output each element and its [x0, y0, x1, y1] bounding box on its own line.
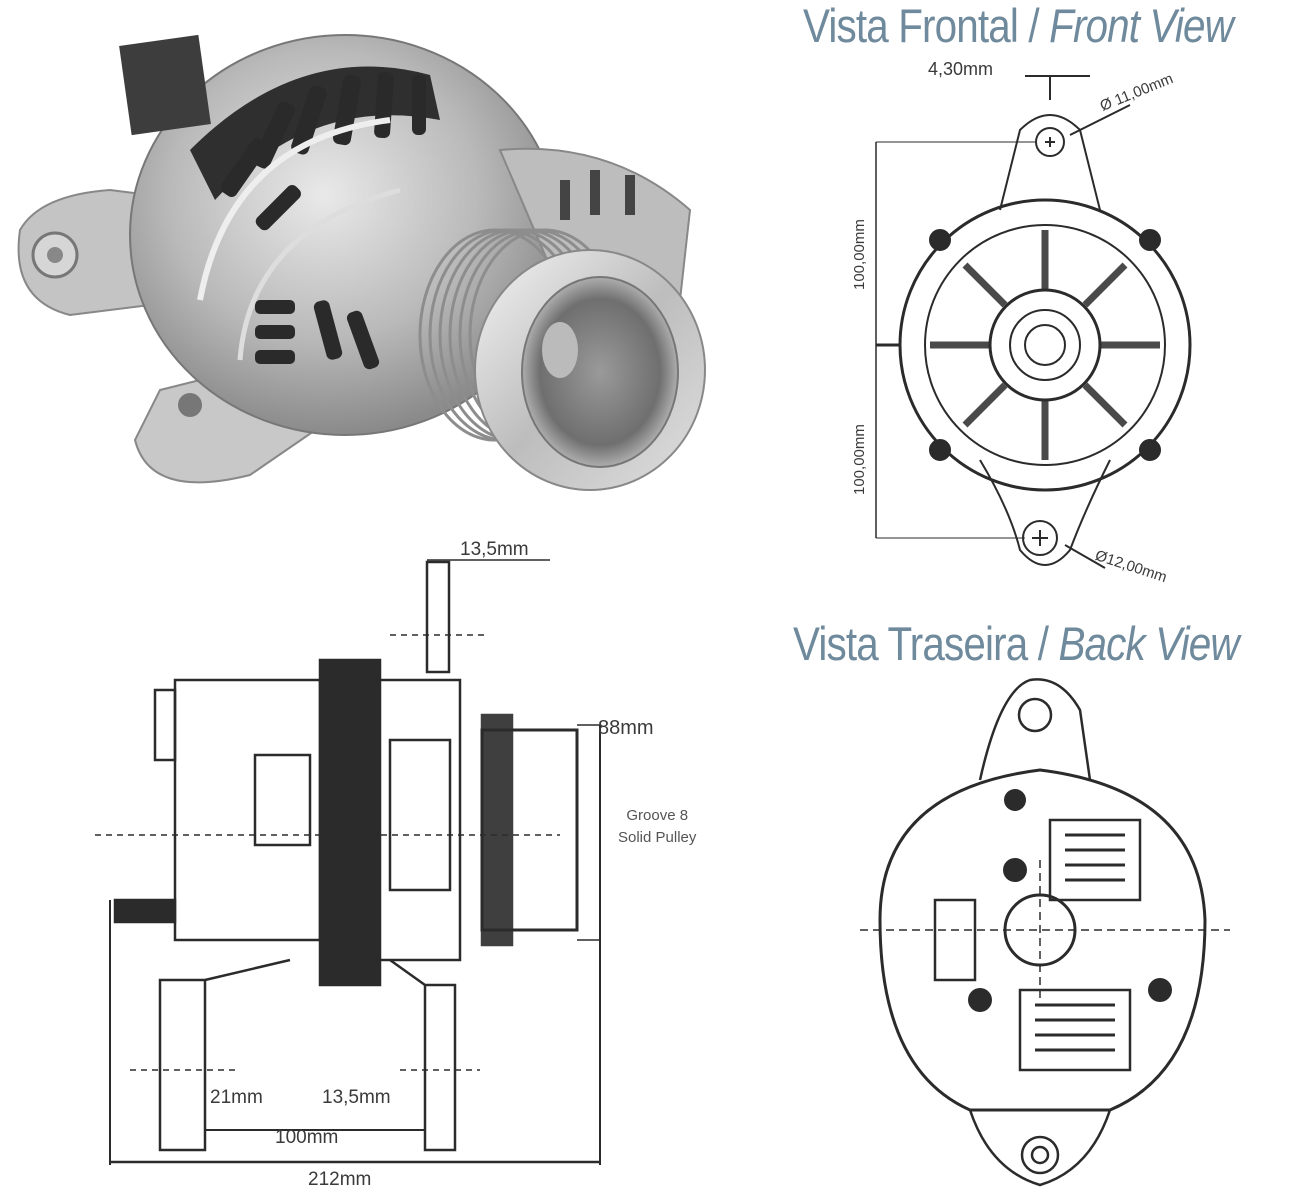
side-overall-length-dim: 212mm: [308, 1169, 372, 1190]
product-photo: [0, 0, 720, 500]
pulley-type-label: Solid Pulley: [618, 828, 697, 846]
front-view-title: Vista Frontal / Front View: [803, 0, 1234, 52]
side-pulley-diameter-dim: 88mm: [598, 717, 654, 739]
back-view-title: Vista Traseira / Back View: [793, 617, 1240, 670]
front-view-title-en: Front View: [1049, 0, 1234, 52]
pulley-note: Groove 8 Solid Pulley: [618, 805, 696, 849]
front-view-title-pt: Vista Frontal: [803, 0, 1019, 52]
back-view-title-pt: Vista Traseira: [793, 617, 1028, 670]
side-right-foot-dim: 13,5mm: [322, 1087, 391, 1108]
front-lower-height-dim: 100,00mm: [851, 424, 868, 495]
back-view-drawing: [860, 678, 1230, 1187]
side-top-ear-dim: 13,5mm: [460, 539, 529, 560]
alternator-photo-illustration: [17, 34, 706, 491]
front-upper-height-dim: 100,00mm: [851, 219, 868, 290]
back-view-title-en: Back View: [1058, 617, 1239, 670]
side-foot-spacing-dim: 100mm: [275, 1127, 339, 1148]
side-view-drawing: [95, 559, 601, 1165]
pulley-groove-label: Groove 8: [626, 807, 689, 824]
front-top-offset-dim: 4,30mm: [928, 59, 994, 79]
side-left-foot-dim: 21mm: [210, 1087, 263, 1108]
front-view-drawing: [875, 75, 1192, 569]
